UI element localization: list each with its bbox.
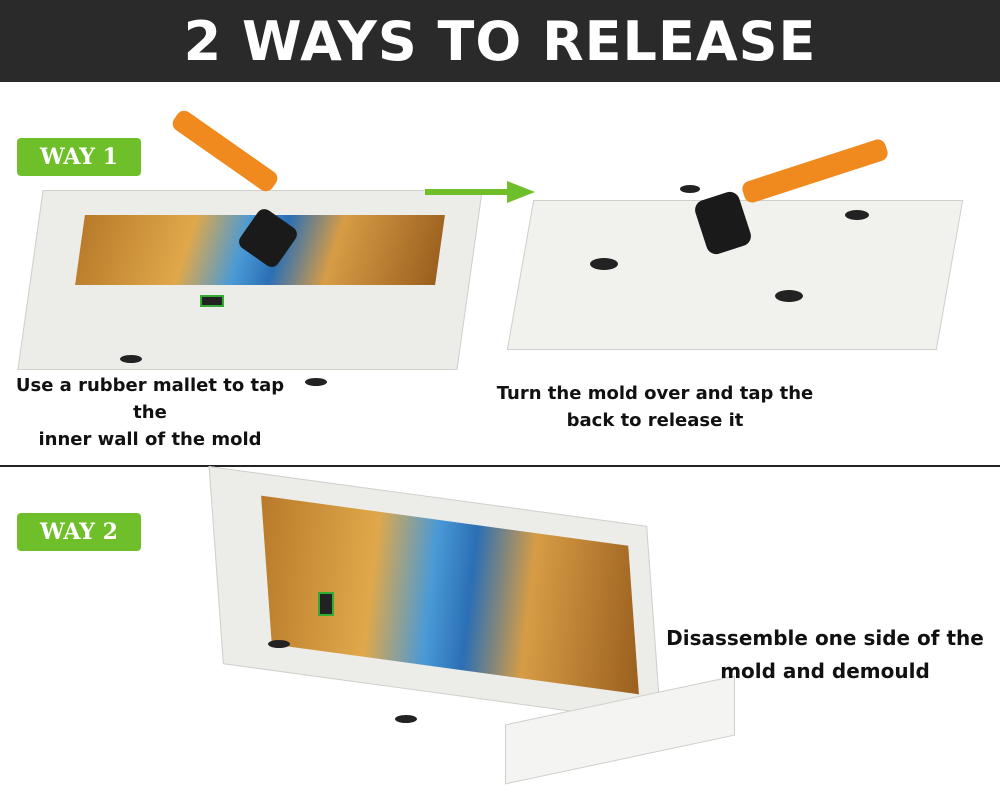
level-icon <box>200 295 224 307</box>
title-banner: 2 WAYS TO RELEASE <box>0 0 1000 82</box>
mallet-handle-icon <box>169 107 281 195</box>
way2-caption: Disassemble one side of the mold and dem… <box>655 622 995 688</box>
section-divider <box>0 465 1000 467</box>
caption-line: back to release it <box>566 410 744 431</box>
caption-line: inner wall of the mold <box>38 429 262 450</box>
caption-line: Disassemble one side of the <box>666 626 984 650</box>
arrow-right-icon <box>425 181 535 203</box>
way1-caption-right: Turn the mold over and tap the back to r… <box>490 380 820 434</box>
level-icon <box>318 592 334 616</box>
way2-badge: WAY 2 <box>17 513 141 551</box>
mallet-handle-icon <box>740 137 890 205</box>
way1-caption-left: Use a rubber mallet to tap the inner wal… <box>0 372 300 453</box>
way1-badge: WAY 1 <box>17 138 141 176</box>
caption-line: Turn the mold over and tap the <box>496 383 814 404</box>
page-title: 2 WAYS TO RELEASE <box>183 9 817 73</box>
caption-line: Use a rubber mallet to tap the <box>15 375 285 423</box>
caption-line: mold and demould <box>720 659 930 683</box>
